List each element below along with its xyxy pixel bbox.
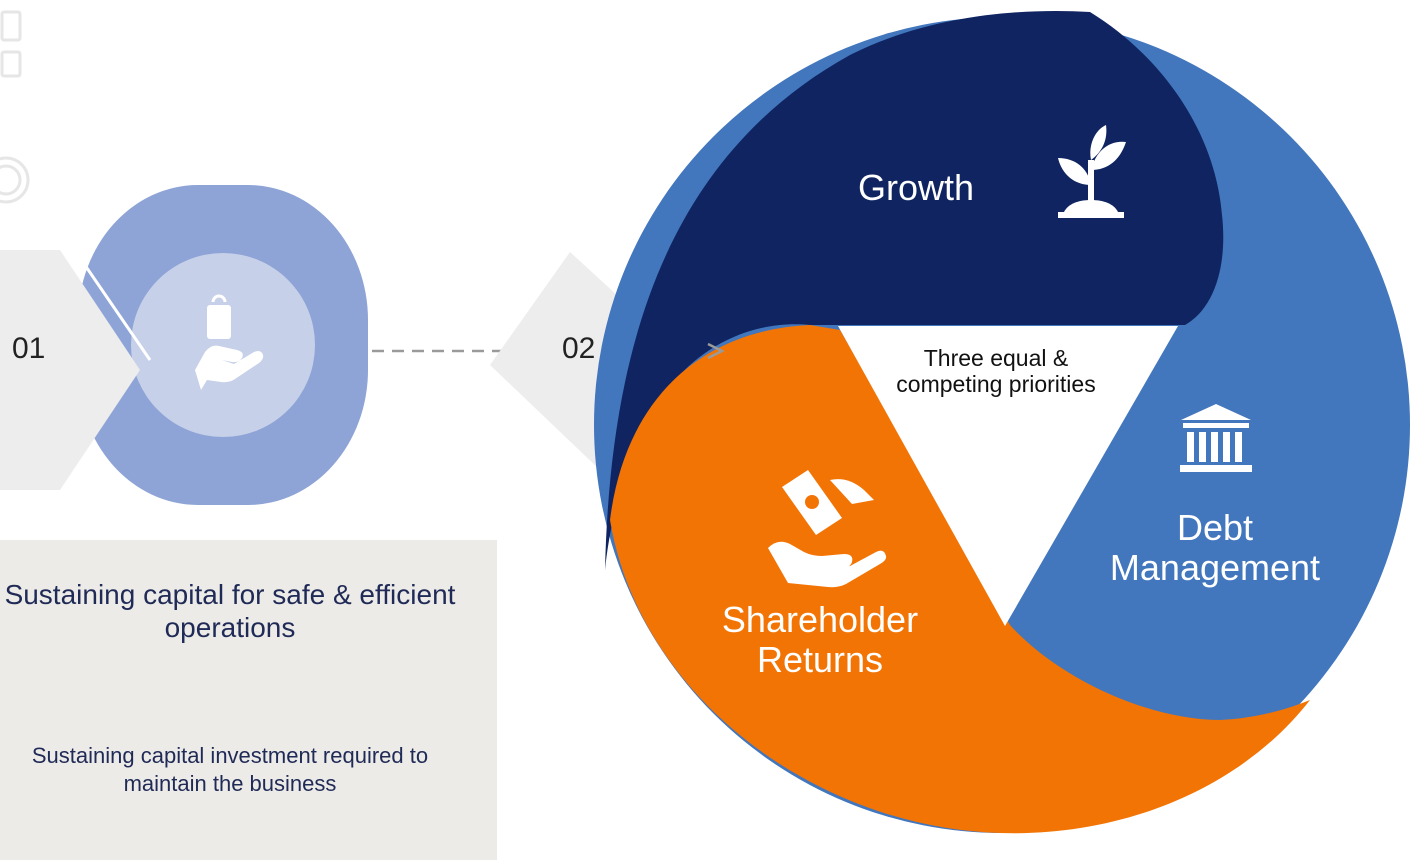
growth-label: Growth xyxy=(858,167,975,208)
hand-holding-bag-icon xyxy=(195,294,264,390)
shareholder-label: Shareholder Returns xyxy=(721,599,919,681)
step-1-icon-circle xyxy=(131,253,315,437)
growth-segment xyxy=(605,11,1224,571)
priority-wheel xyxy=(594,11,1410,834)
step-2-number: 02 xyxy=(562,332,596,365)
plant-sprout-icon xyxy=(1058,125,1126,218)
hand-receiving-money-icon xyxy=(768,470,887,588)
center-triangle xyxy=(838,326,1178,626)
step-1-chevron xyxy=(0,250,152,490)
shareholder-segment xyxy=(610,325,1310,834)
step-1-info-box xyxy=(0,540,497,860)
connector-arrowhead xyxy=(707,342,725,360)
step-1-graphic xyxy=(0,185,700,505)
center-priorities-text: Three equal & competing priorities xyxy=(896,345,1096,398)
step-1-number: 01 xyxy=(12,332,46,365)
debt-label: Debt Management xyxy=(1109,507,1321,589)
step-1-description: Sustaining capital investment required t… xyxy=(31,743,429,796)
capital-allocation-diagram: 01 02 Growth Debt Management Shareholder… xyxy=(0,10,1410,860)
bank-building-icon xyxy=(1180,404,1252,472)
step-1-title: Sustaining capital for safe & efficient … xyxy=(4,579,456,644)
